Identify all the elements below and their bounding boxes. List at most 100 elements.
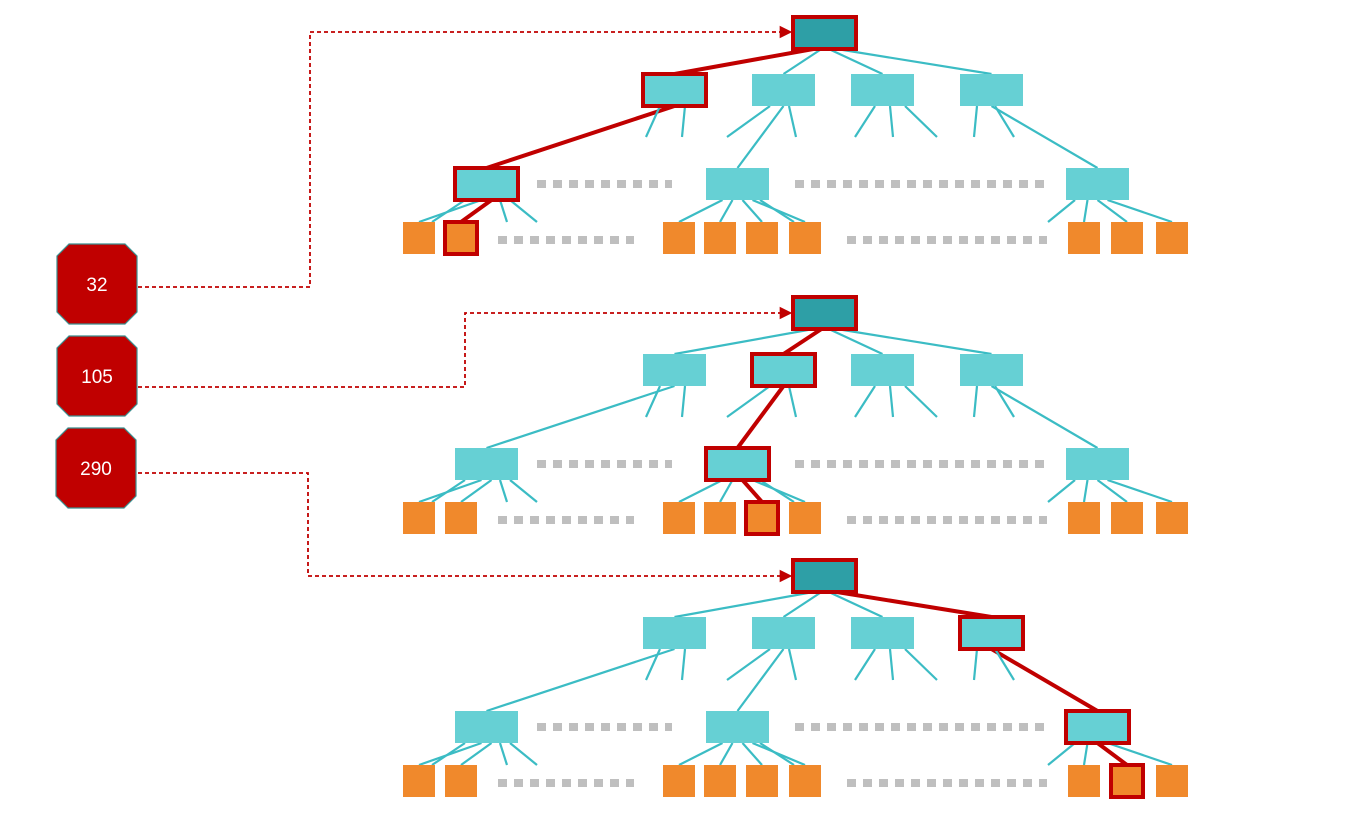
tree-edge <box>824 326 883 355</box>
tree-edge-stub <box>787 648 798 681</box>
highlighted-path-edge <box>990 647 1099 713</box>
root-node <box>791 295 858 331</box>
leaf-node <box>1156 765 1188 797</box>
leaf-node <box>1111 222 1143 254</box>
tree-1 <box>403 15 1188 256</box>
tree-edge-stub <box>726 648 771 681</box>
highlighted-leaf-node <box>1109 763 1145 799</box>
tree-edge-stub <box>680 105 687 138</box>
leaf-node <box>403 222 435 254</box>
tree-edge-stub <box>1047 199 1076 223</box>
key-octagon <box>56 243 138 325</box>
tree-3 <box>403 558 1188 799</box>
internal-node <box>1066 168 1129 200</box>
tree-edge <box>1096 479 1128 503</box>
tree-edge <box>486 647 675 713</box>
tree-edge-stub <box>509 479 538 503</box>
internal-node <box>960 74 1023 106</box>
leaf-node <box>663 765 695 797</box>
internal-node <box>706 168 769 200</box>
highlighted-internal-node <box>453 166 520 202</box>
tree-edge <box>736 105 785 169</box>
tree-edge <box>1096 199 1128 223</box>
key-octagon <box>55 427 137 509</box>
tree-edge-stub <box>994 385 1015 418</box>
highlighted-internal-node <box>958 615 1025 651</box>
tree-edge-stub <box>644 105 662 138</box>
root-node <box>791 558 858 594</box>
tree-edge-stub <box>431 742 466 766</box>
leaf-node <box>789 765 821 797</box>
tree-edge <box>741 742 763 766</box>
tree-edge <box>678 479 723 503</box>
tree-edge-stub <box>498 742 509 766</box>
tree-edge <box>674 588 825 619</box>
leaf-node <box>663 222 695 254</box>
tree-edge <box>824 325 992 356</box>
tree-edge-stub <box>431 199 466 223</box>
leaf-node <box>704 765 736 797</box>
tree-edge-stub <box>726 385 771 418</box>
tree-edge-stub <box>498 199 509 223</box>
tree-edge <box>782 46 826 75</box>
tree-edge <box>719 742 734 766</box>
leaf-node <box>1068 765 1100 797</box>
tree-edge-stub <box>1047 479 1076 503</box>
leaf-node <box>704 502 736 534</box>
key-pointer-arrow <box>138 306 793 388</box>
tree-edge-stub <box>904 648 938 681</box>
root-node <box>791 15 858 51</box>
tree-edge <box>824 45 992 76</box>
leaf-node <box>403 502 435 534</box>
leaf-node <box>1111 502 1143 534</box>
tree-edge <box>678 199 723 223</box>
tree-edge <box>1082 479 1089 503</box>
leaf-node <box>1068 502 1100 534</box>
tree-edge <box>1082 199 1089 223</box>
tree-edge-stub <box>680 385 687 418</box>
tree-edge-stub <box>509 742 538 766</box>
tree-2 <box>403 295 1188 536</box>
tree-edge-stub <box>888 105 895 138</box>
tree-edge-stub <box>888 385 895 418</box>
key-label: 32 <box>86 275 107 296</box>
tree-edge <box>719 479 734 503</box>
internal-node <box>752 74 815 106</box>
leaf-node <box>403 765 435 797</box>
tree-edge <box>741 199 763 223</box>
key-pointer-arrow <box>138 472 793 583</box>
tree-edge <box>782 589 826 618</box>
trees-layer <box>403 15 1188 799</box>
tree-edge-stub <box>854 385 876 418</box>
internal-node <box>752 617 815 649</box>
highlighted-path-edge <box>824 588 992 619</box>
highlighted-path-edge <box>1096 741 1129 767</box>
internal-node <box>851 354 914 386</box>
internal-node <box>1066 448 1129 480</box>
leaf-node <box>789 502 821 534</box>
tree-edge <box>678 742 723 766</box>
tree-edge <box>990 105 1099 169</box>
internal-node <box>706 711 769 743</box>
tree-edge <box>1107 741 1173 767</box>
tree-edge-stub <box>509 199 538 223</box>
highlighted-leaf-node <box>744 500 780 536</box>
leaf-node <box>445 765 477 797</box>
tree-edge-stub <box>904 385 938 418</box>
tree-edge <box>824 589 883 618</box>
leaf-node <box>789 222 821 254</box>
highlighted-path-edge <box>782 325 826 356</box>
leaf-node <box>746 222 778 254</box>
tree-edge-stub <box>759 742 795 766</box>
leaf-node <box>445 502 477 534</box>
tree-edge-stub <box>972 105 979 138</box>
leaf-node <box>746 765 778 797</box>
tree-edge-stub <box>644 385 662 418</box>
highlighted-path-edge <box>741 478 764 504</box>
leaf-node <box>1068 222 1100 254</box>
tree-edge <box>674 325 825 356</box>
highlighted-internal-node <box>704 446 771 482</box>
tree-edge <box>719 199 734 223</box>
